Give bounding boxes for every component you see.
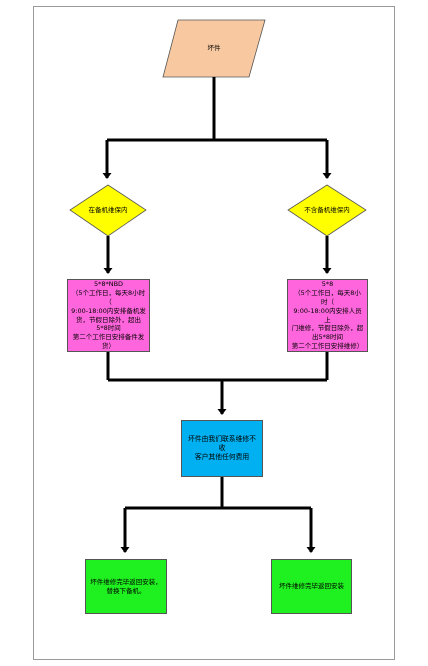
decision-left-label: 在备机维保内 — [70, 185, 146, 236]
start-label: 坏件 — [207, 44, 221, 53]
decision-left-text: 在备机维保内 — [88, 206, 128, 215]
merge-box: 坏件由我们联系维修不收 客户其他任何费用 — [181, 420, 263, 477]
start-node-label: 坏件 — [163, 20, 265, 77]
process-left-title: 5*8*NBD — [93, 280, 124, 289]
end-left-line: 替换下备机。 — [106, 586, 146, 595]
end-right-box: 坏件维修完毕返回安装 — [271, 559, 352, 614]
decision-right-label: 不含备机维保内 — [288, 185, 366, 236]
process-right-line: （5个工作日，每天8小时（ — [294, 289, 361, 306]
start-node-shape — [162, 19, 266, 78]
merge-line: 客户其他任何费用 — [194, 453, 250, 462]
connector-process-merge — [106, 352, 329, 415]
process-right-line: 出5*8时间 — [311, 333, 344, 342]
end-right-text: 坏件维修完毕返回安装 — [279, 582, 344, 591]
process-right-line: 第二个工作日安排维修） — [291, 341, 364, 350]
end-left-line: 坏件维修完毕返回安装， — [90, 577, 162, 586]
page-border — [33, 6, 395, 660]
process-left-line: 第二个工作日安排备件发 — [72, 333, 145, 342]
process-right-box: 5*8 （5个工作日，每天8小时（ 9:00-18:00内安排人员上 门维修，节… — [287, 279, 368, 352]
process-left-box: 5*8*NBD （5个工作日，每天8小时（ 9:00-18:00内安排备机发 货… — [67, 279, 150, 352]
connector-decision-process — [103, 236, 332, 274]
process-left-line: 货，节假日除外，超出 — [76, 315, 141, 324]
process-left-line: 5*8时间 — [96, 324, 121, 333]
decision-right-text: 不含备机维保内 — [304, 206, 350, 215]
process-right-line: 门维修，节假日除外，超 — [291, 324, 364, 333]
process-right-title: 5*8 — [321, 280, 334, 289]
process-left-line: 9:00-18:00内安排备机发 — [71, 306, 146, 315]
connector-merge-split — [120, 477, 316, 553]
merge-line: 坏件由我们联系维修不收 — [188, 434, 256, 452]
process-left-line: （5个工作日，每天8小时（ — [71, 289, 146, 306]
end-left-box: 坏件维修完毕返回安装， 替换下备机。 — [85, 559, 167, 614]
process-right-line: 9:00-18:00内安排人员上 — [293, 306, 362, 324]
connector-start-split — [102, 77, 332, 179]
process-left-line: 货） — [102, 341, 115, 350]
